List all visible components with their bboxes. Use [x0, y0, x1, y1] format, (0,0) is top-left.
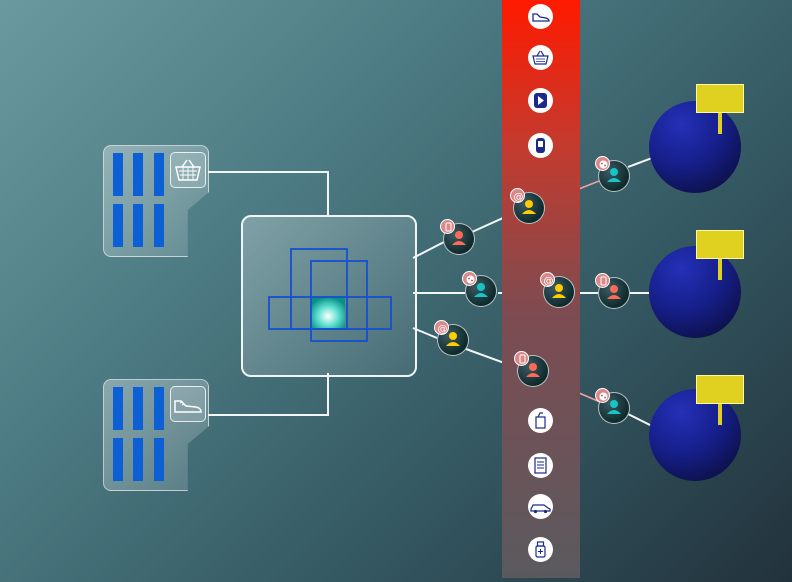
- source-bar: [133, 153, 143, 196]
- billboard-pole: [718, 113, 722, 134]
- source-bar: [113, 204, 123, 247]
- user-node-4[interactable]: [598, 160, 630, 192]
- mobile-badge-icon: [514, 351, 529, 366]
- band-icon-slot-6: [528, 453, 553, 478]
- svg-text:@: @: [544, 276, 554, 287]
- medicine-bottle-icon: [528, 537, 553, 562]
- globe-1: [649, 101, 741, 193]
- source-icon-frame: [170, 386, 206, 422]
- band-icon-slot-3: [528, 88, 553, 113]
- car-icon: [528, 494, 553, 519]
- connector-source-2: [208, 373, 328, 415]
- billboard-icon: [696, 375, 744, 404]
- user-node-8[interactable]: [517, 355, 549, 387]
- billboard-icon: [696, 230, 744, 259]
- source-bar: [154, 204, 164, 247]
- email-badge-icon: @: [434, 320, 449, 335]
- sneaker-icon: [528, 4, 553, 29]
- user-node-2[interactable]: @: [513, 192, 545, 224]
- source-bar: [133, 387, 143, 430]
- source-bar: [133, 204, 143, 247]
- connector-node-9-globe-3: [628, 414, 652, 426]
- band-icon-slot-1: [528, 4, 553, 29]
- user-node-3[interactable]: [465, 275, 497, 307]
- email-badge-icon: @: [540, 272, 555, 287]
- user-node-5[interactable]: @: [543, 276, 575, 308]
- source-icon-frame: [170, 152, 206, 188]
- globe-2: [649, 246, 741, 338]
- source-bar: [113, 438, 123, 481]
- band-icon-slot-2: [528, 45, 553, 70]
- play-icon: [528, 88, 553, 113]
- mobile-badge-icon: [595, 273, 610, 288]
- source-bar: [113, 387, 123, 430]
- billboard-icon: [696, 84, 744, 113]
- svg-text:@: @: [514, 192, 524, 203]
- tracker-icon: [528, 133, 553, 158]
- band-icon-slot-8: [528, 537, 553, 562]
- connector-source-1: [208, 172, 328, 215]
- snack-icon: [528, 408, 553, 433]
- connector-hub-node-1: [413, 242, 444, 258]
- connector-node-4-globe-1: [628, 158, 652, 167]
- source-bar: [154, 387, 164, 430]
- source-bar: [133, 438, 143, 481]
- overlapping-squares-icon: [241, 215, 413, 373]
- band-icon-slot-7: [528, 494, 553, 519]
- document-icon: [528, 453, 553, 478]
- cookie-badge-icon: [595, 156, 610, 171]
- hub-box: [241, 215, 417, 377]
- source-bar: [154, 438, 164, 481]
- user-node-1[interactable]: [443, 223, 475, 255]
- email-badge-icon: @: [510, 188, 525, 203]
- user-node-6[interactable]: [598, 277, 630, 309]
- basket-icon: [171, 153, 205, 187]
- band-icon-slot-4: [528, 133, 553, 158]
- mobile-badge-icon: [440, 219, 455, 234]
- sneaker-icon: [171, 387, 205, 421]
- cookie-badge-icon: [462, 271, 477, 286]
- band-icon-slot-5: [528, 408, 553, 433]
- source-bar: [154, 153, 164, 196]
- billboard-pole: [718, 259, 722, 280]
- user-node-9[interactable]: [598, 392, 630, 424]
- svg-text:@: @: [438, 324, 448, 335]
- user-node-7[interactable]: @: [437, 324, 469, 356]
- billboard-pole: [718, 404, 722, 425]
- cookie-badge-icon: [595, 388, 610, 403]
- basket-icon: [528, 45, 553, 70]
- source-bar: [113, 153, 123, 196]
